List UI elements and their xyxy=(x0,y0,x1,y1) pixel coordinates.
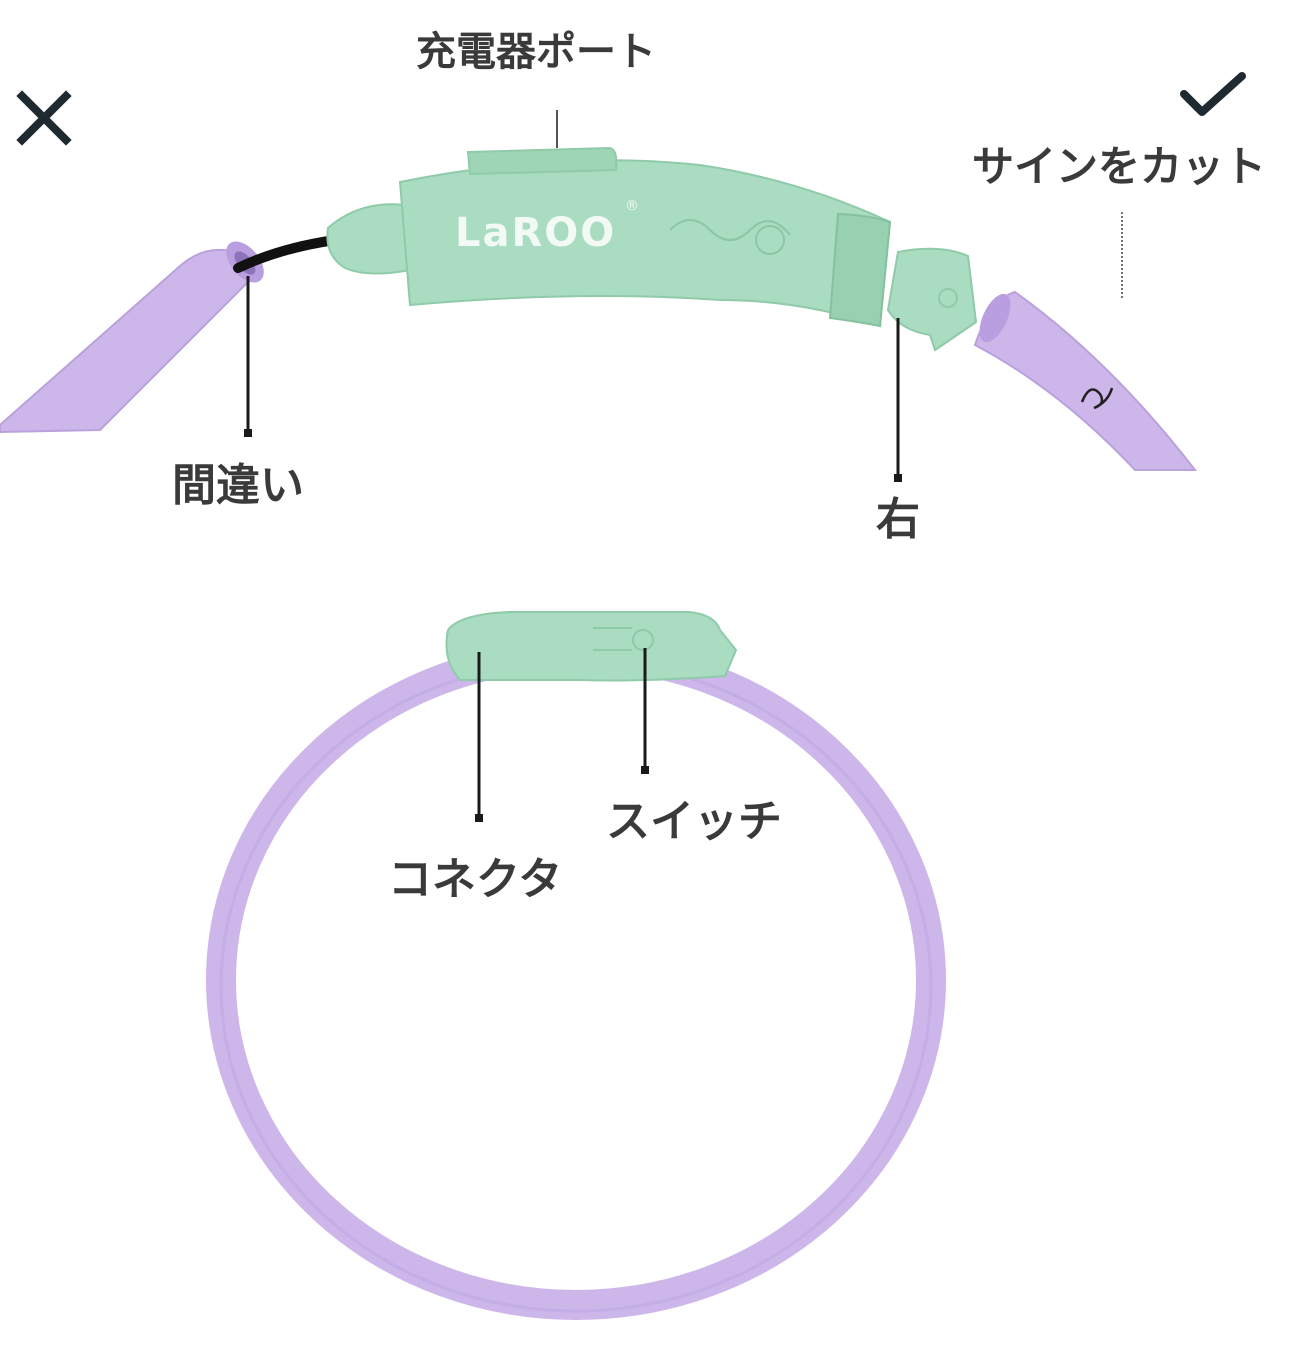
right-label: 右 xyxy=(876,494,920,545)
charger-port-label: 充電器ポート xyxy=(416,29,656,75)
brand-logo: LaROO xyxy=(455,210,616,256)
plug-nose xyxy=(326,203,412,275)
assembled-collar xyxy=(206,611,946,1320)
cross-icon xyxy=(14,88,74,148)
switch-label: スイッチ xyxy=(606,796,782,847)
brand-registered-mark: ® xyxy=(625,198,639,214)
wrong-label: 間違い xyxy=(172,460,304,511)
led-module xyxy=(398,146,892,328)
cut-sign-label: サインをカット xyxy=(972,142,1267,191)
end-plug xyxy=(886,247,978,352)
connector-wire xyxy=(233,235,340,273)
connector-label: コネクタ xyxy=(388,854,563,905)
right-collar-tube xyxy=(973,290,1198,471)
left-collar-tube xyxy=(0,241,264,434)
check-icon xyxy=(1180,70,1250,120)
